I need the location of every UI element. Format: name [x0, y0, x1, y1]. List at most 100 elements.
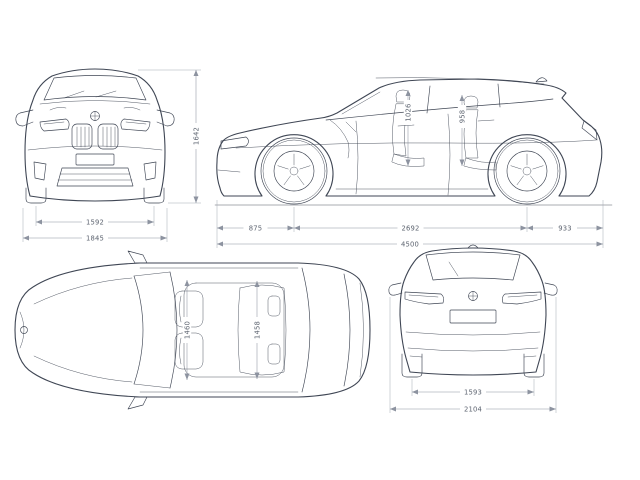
headlight-right-detail — [125, 121, 147, 125]
hood-line-top — [33, 277, 133, 305]
side-view-art — [214, 77, 613, 206]
taillight-left-detail — [408, 294, 439, 298]
rear-left-tire — [401, 353, 423, 378]
dim-front-track-width: 1592 — [35, 206, 155, 227]
rear-door-seam — [447, 113, 451, 196]
dim-wheelbase: 2692 — [294, 223, 527, 233]
headlight-right — [120, 118, 151, 132]
dim-rear-track-width: 1593 — [411, 379, 535, 397]
front-overhang-label: 875 — [249, 224, 263, 232]
side-intake-left — [33, 161, 47, 181]
door-handle-front — [397, 124, 415, 127]
mirror-left-rear — [388, 282, 403, 296]
headlight-side — [220, 136, 249, 150]
side-intake-right — [143, 161, 157, 181]
side-dimensions: 875 2692 933 4500 1026 — [216, 90, 604, 249]
rear-silhouette — [399, 247, 547, 376]
wiper-right — [95, 90, 117, 98]
reflectors — [409, 355, 537, 358]
taillight-left — [404, 291, 444, 305]
taillight-side — [581, 120, 598, 141]
overall-length-label: 4500 — [401, 240, 419, 248]
c-pillar — [497, 83, 501, 108]
rear-edge-arc — [359, 282, 364, 378]
rear-track-width-label: 1593 — [464, 388, 482, 396]
a-pillar-top-lower — [133, 383, 171, 389]
front-overall-width-label: 1845 — [86, 234, 104, 242]
headlight-left — [39, 118, 70, 132]
b-pillar — [426, 85, 431, 114]
cowl-line — [39, 100, 151, 105]
windshield — [43, 75, 147, 101]
mirror-top — [127, 250, 148, 264]
hood-crease-left — [49, 107, 67, 111]
roof-front-arc — [169, 271, 178, 389]
dim-rear-interior-height: 958 — [457, 95, 466, 166]
beltline — [325, 98, 554, 121]
rear-wheel — [493, 137, 561, 205]
front-view: 1592 1845 1642 — [15, 68, 201, 243]
top-view-art — [14, 250, 371, 410]
rear-window-arc — [301, 267, 311, 393]
shark-fin-antenna — [535, 77, 548, 83]
a-pillar-top-upper — [133, 271, 171, 277]
front-silhouette — [24, 68, 166, 202]
dim-front-interior-height: 1026 — [403, 90, 412, 166]
tailgate-bottom-line — [405, 331, 541, 336]
wiper-left — [63, 90, 85, 99]
dim-front-interior-width: 1460 — [182, 280, 191, 380]
roof-rail — [375, 77, 545, 85]
bmw-roundel-top — [20, 326, 28, 334]
dim-rear-interior-width: 1458 — [252, 281, 261, 379]
rear-overhang-label: 933 — [558, 224, 572, 232]
dim-front-overall-height: 1642 — [138, 69, 201, 204]
rear-interior-width-label: 1458 — [253, 321, 261, 339]
width-incl-mirrors-label: 2104 — [464, 405, 482, 413]
dim-rear-overhang: 933 — [527, 223, 603, 233]
rear-view-art — [388, 244, 558, 378]
hood-crease-right — [123, 107, 141, 111]
wheelbase-label: 2692 — [401, 224, 419, 232]
mirror-bottom — [127, 396, 148, 410]
front-wheel — [260, 137, 328, 205]
right-mirror — [156, 109, 175, 127]
license-plate-rear — [449, 309, 497, 324]
nose-contour — [19, 311, 25, 349]
rear-interior-height-label: 958 — [458, 110, 466, 124]
bumper-crease — [27, 145, 163, 151]
front-track-width-label: 1592 — [86, 218, 104, 226]
license-plate-front — [75, 153, 115, 166]
front-view-art — [15, 68, 175, 204]
dim-front-overall-width: 1845 — [22, 208, 168, 243]
front-door-seam — [355, 120, 359, 195]
taillight-right — [502, 291, 542, 305]
front-intake-line — [217, 169, 241, 173]
side-view: 875 2692 933 4500 1026 — [214, 77, 613, 249]
front-overall-height-label: 1642 — [192, 127, 200, 145]
bumper-line-rear — [407, 347, 539, 352]
side-silhouette — [216, 78, 603, 197]
front-left-tire — [25, 187, 47, 204]
taillight-right-detail — [507, 294, 538, 298]
front-dimensions: 1592 1845 1642 — [22, 69, 201, 243]
shark-fin-antenna-rear — [467, 244, 479, 249]
character-line — [235, 139, 597, 149]
bmw-roundel-rear — [468, 291, 478, 301]
hood-line-bottom — [33, 355, 133, 383]
rear-right-tire — [523, 353, 545, 378]
left-mirror — [15, 109, 34, 127]
rear-wiper — [448, 261, 459, 277]
front-interior-width-label: 1460 — [183, 321, 191, 339]
bmw-roundel-front — [90, 111, 100, 121]
kidney-grille — [71, 123, 119, 150]
front-interior-height-label: 1026 — [404, 103, 412, 121]
tailgate-arc — [343, 273, 351, 387]
intake-slats — [57, 173, 133, 181]
top-silhouette — [14, 262, 371, 398]
rear-dimensions: 1593 2104 — [389, 297, 557, 414]
front-right-tire — [143, 187, 165, 204]
rear-bench-top — [237, 284, 287, 376]
top-view: 1460 1458 — [14, 250, 371, 410]
dim-front-overhang: 875 — [217, 223, 294, 233]
